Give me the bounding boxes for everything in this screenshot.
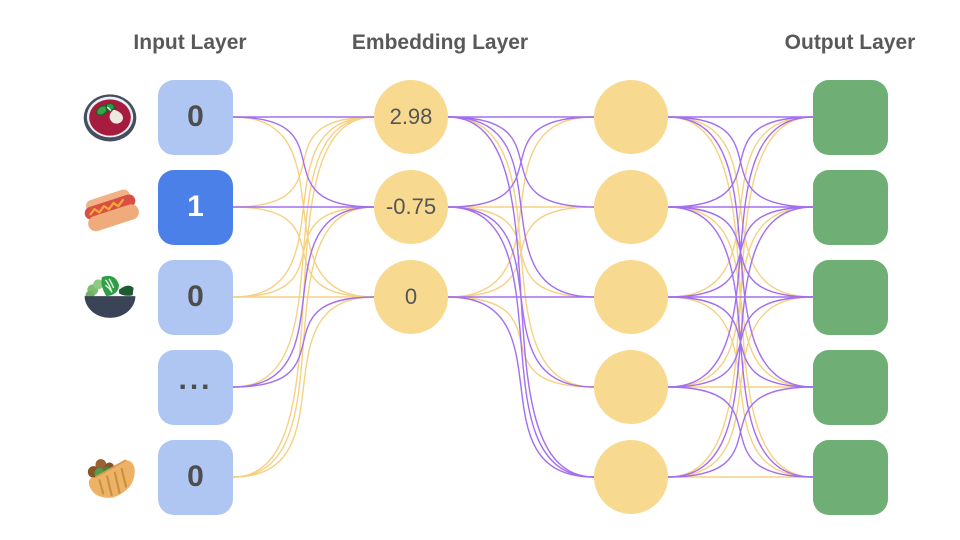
embedding-node: 2.98 [374, 80, 448, 154]
edge [447, 116, 595, 208]
input-node: ... [158, 349, 233, 425]
embedding-node-value: 2.98 [389, 104, 433, 129]
embedding-node: 0 [374, 260, 448, 334]
embedding-layer-title: Embedding Layer [351, 31, 529, 54]
edge [232, 206, 375, 388]
input-node-value: 0 [187, 100, 204, 133]
embedding-node-value: -0.75 [385, 194, 437, 219]
edge [667, 206, 814, 478]
edge [447, 296, 595, 478]
edge [232, 116, 375, 208]
input-node: 1 [158, 169, 233, 245]
output-node [813, 79, 888, 155]
output-node [813, 349, 888, 425]
hidden-node [594, 170, 668, 244]
input-layer-title: Input Layer [133, 31, 247, 54]
hidden-node [594, 350, 668, 424]
edge [232, 116, 375, 388]
embedding-node: -0.75 [374, 170, 448, 244]
output-node [813, 439, 888, 515]
edge [447, 206, 595, 478]
embedding-node-value: 0 [404, 284, 418, 309]
input-node-value: 0 [187, 460, 204, 493]
edge [667, 116, 814, 388]
hidden-node [594, 80, 668, 154]
output-node [813, 169, 888, 245]
soup-icon [81, 88, 139, 146]
pita-icon [81, 448, 139, 506]
hidden-node [594, 440, 668, 514]
input-node: 0 [158, 79, 233, 155]
edge [447, 206, 595, 298]
edge [447, 116, 595, 298]
output-layer-title: Output Layer [784, 31, 916, 54]
edge [667, 296, 814, 478]
input-node: 0 [158, 439, 233, 515]
input-node-value: 0 [187, 280, 204, 313]
hidden-node [594, 260, 668, 334]
edge [232, 296, 375, 388]
edge [667, 116, 814, 208]
input-node-value: 1 [187, 190, 204, 223]
salad-icon [81, 268, 139, 326]
input-node: 0 [158, 259, 233, 335]
output-node [813, 259, 888, 335]
edge [667, 386, 814, 478]
input-node-value: ... [178, 363, 213, 396]
hotdog-icon [81, 178, 139, 236]
edge [232, 296, 375, 478]
